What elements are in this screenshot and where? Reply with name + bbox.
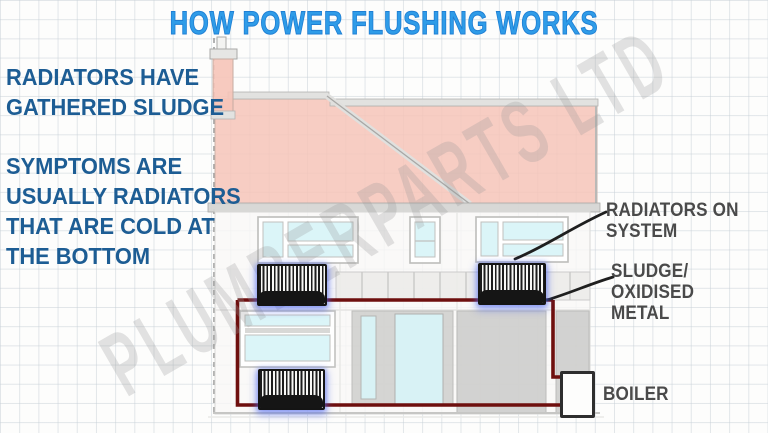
window-pane <box>244 334 331 362</box>
callout-sludge-oxidised-metal: SLUDGE/ OXIDISED METAL <box>611 261 695 324</box>
bay-window <box>239 310 336 368</box>
leader-line-sludge <box>545 275 615 302</box>
chimney <box>209 36 238 120</box>
window-pane <box>414 221 436 258</box>
radiator-upper-left <box>257 264 327 306</box>
chimney-cap <box>209 48 238 60</box>
window-pane <box>287 221 354 242</box>
upper-window-middle <box>409 216 441 264</box>
window-bar <box>245 328 330 333</box>
note-gathered-sludge: RADIATORS HAVE GATHERED SLUDGE <box>6 64 225 120</box>
page-title: HOW POWER FLUSHING WORKS <box>0 5 768 42</box>
window-pane <box>480 221 499 257</box>
window-pane <box>244 314 331 327</box>
window-pane <box>287 244 354 258</box>
band <box>335 271 591 301</box>
note-symptoms: SYMPTOMS ARE USUALLY RADIATORS THAT ARE … <box>6 153 241 269</box>
garage-panel <box>456 310 547 414</box>
callout-radiators-on-system: RADIATORS ON SYSTEM <box>606 200 739 242</box>
string-course-band <box>335 271 591 301</box>
front-door <box>351 310 454 407</box>
door-glass <box>394 313 444 405</box>
hip-line <box>326 95 471 205</box>
upper-window-left <box>257 216 359 264</box>
radiator-upper-right <box>478 263 546 305</box>
window-pane <box>502 221 564 241</box>
page-title-text: HOW POWER FLUSHING WORKS <box>169 5 599 42</box>
callout-boiler: BOILER <box>603 384 669 405</box>
boiler-unit <box>560 371 595 418</box>
roof <box>214 91 599 207</box>
ridge-cap-right <box>329 98 599 107</box>
door-sidelight <box>360 315 377 400</box>
gutter-fascia <box>207 202 601 213</box>
radiator-ground <box>258 369 325 410</box>
ridge-cap-left <box>227 91 330 100</box>
window-pane <box>262 221 284 258</box>
leader-line-radiators <box>513 210 608 261</box>
chimney-base-band <box>210 110 236 120</box>
roof-face <box>214 98 598 205</box>
